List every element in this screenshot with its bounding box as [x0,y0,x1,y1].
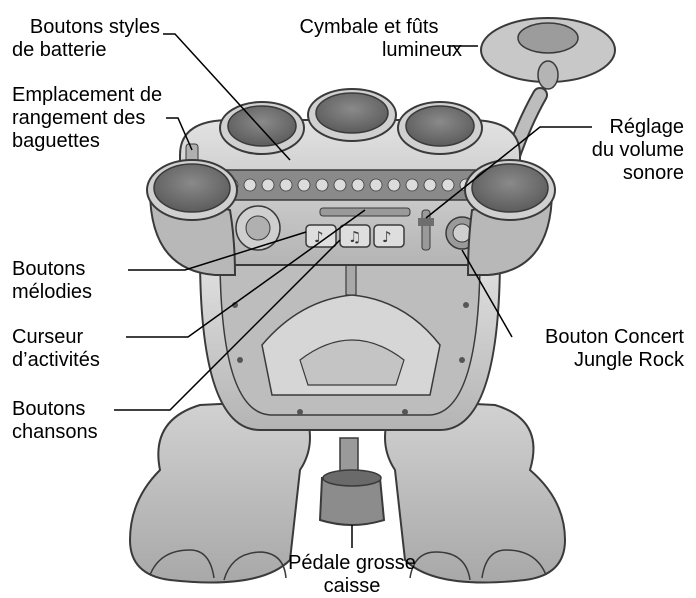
right-drum [464,159,556,276]
control-console: ♪ ♫ ♪ [179,119,521,266]
right-leg [384,398,567,584]
leader-chansons [114,239,341,411]
leader-lines [114,33,592,548]
leader-curseur [126,209,366,338]
label-melodies: Boutons mélodies [12,258,93,303]
kick-pedal [318,437,386,526]
label-pedale: Pédale grosse caisse [288,552,416,597]
label-curseur: Curseur d’activités [12,326,100,371]
leader-reglage [425,126,592,219]
left-drum [146,159,238,276]
cymbal [480,17,616,188]
label-concert: Bouton Concert Jungle Rock [545,326,684,371]
drum-body [198,254,502,431]
label-cymbale: Cymbale et fûts lumineux [299,16,462,61]
leader-melodies [128,231,307,271]
leader-emplacement [166,117,193,151]
label-emplacement: Emplacement de rangement des baguettes [12,84,163,152]
svg-text:♫: ♫ [348,228,361,246]
svg-text:♪: ♪ [314,228,324,246]
leader-boutons-styles [163,33,291,161]
top-drums [219,88,483,155]
label-reglage: Réglage du volume sonore [591,116,684,184]
left-leg [128,398,311,584]
leader-concert [461,249,513,338]
label-chansons: Boutons chansons [12,398,98,443]
label-boutons-styles: Boutons styles de batterie [12,16,160,61]
svg-text:♪: ♪ [382,228,392,246]
